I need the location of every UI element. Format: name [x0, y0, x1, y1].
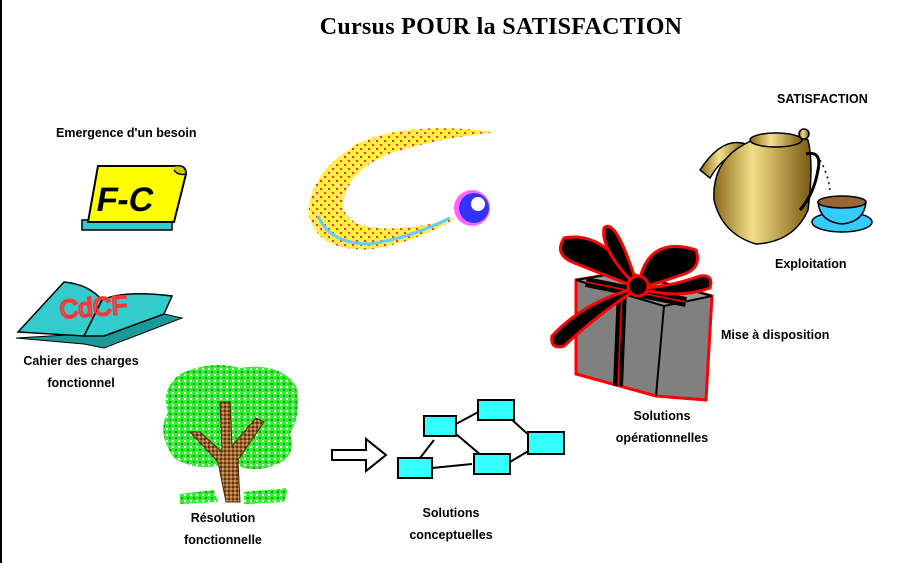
- scroll-icon: F-C: [81, 164, 188, 231]
- arrow-icon: [331, 436, 388, 474]
- teapot-cup-icon: [699, 128, 873, 245]
- label-resolution-fonctionnelle: Résolution fonctionnelle: [168, 507, 278, 551]
- comet-icon: [307, 127, 501, 251]
- label-resolution-line1: Résolution: [190, 511, 256, 525]
- label-emergence: Emergence d'un besoin: [56, 126, 197, 140]
- network-diagram-icon: [397, 399, 565, 479]
- book-icon: CdCF: [15, 281, 184, 349]
- label-operationnelles-line2: opérationnelles: [615, 431, 709, 445]
- scroll-text: F-C: [94, 181, 157, 219]
- label-cahier-des-charges: Cahier des charges fonctionnel: [16, 350, 146, 394]
- tree-icon: [163, 365, 298, 504]
- label-solutions-conceptuelles: Solutions conceptuelles: [396, 502, 506, 546]
- label-resolution-line2: fonctionnelle: [184, 533, 262, 547]
- label-conceptuelles-line2: conceptuelles: [409, 528, 493, 542]
- label-cahier-line2: fonctionnel: [47, 376, 115, 390]
- label-solutions-operationnelles: Solutions opérationnelles: [598, 405, 726, 449]
- label-cahier-line1: Cahier des charges: [23, 354, 139, 368]
- label-exploitation: Exploitation: [775, 257, 847, 271]
- label-conceptuelles-line1: Solutions: [422, 506, 480, 520]
- label-mise-a-disposition: Mise à disposition: [721, 328, 830, 342]
- diagram-title: Cursus POUR la SATISFACTION: [319, 14, 683, 40]
- gift-icon: [550, 224, 714, 402]
- label-satisfaction: SATISFACTION: [777, 92, 868, 106]
- left-border-line: [0, 0, 2, 563]
- book-text: CdCF: [58, 290, 128, 325]
- label-operationnelles-line1: Solutions: [633, 409, 691, 423]
